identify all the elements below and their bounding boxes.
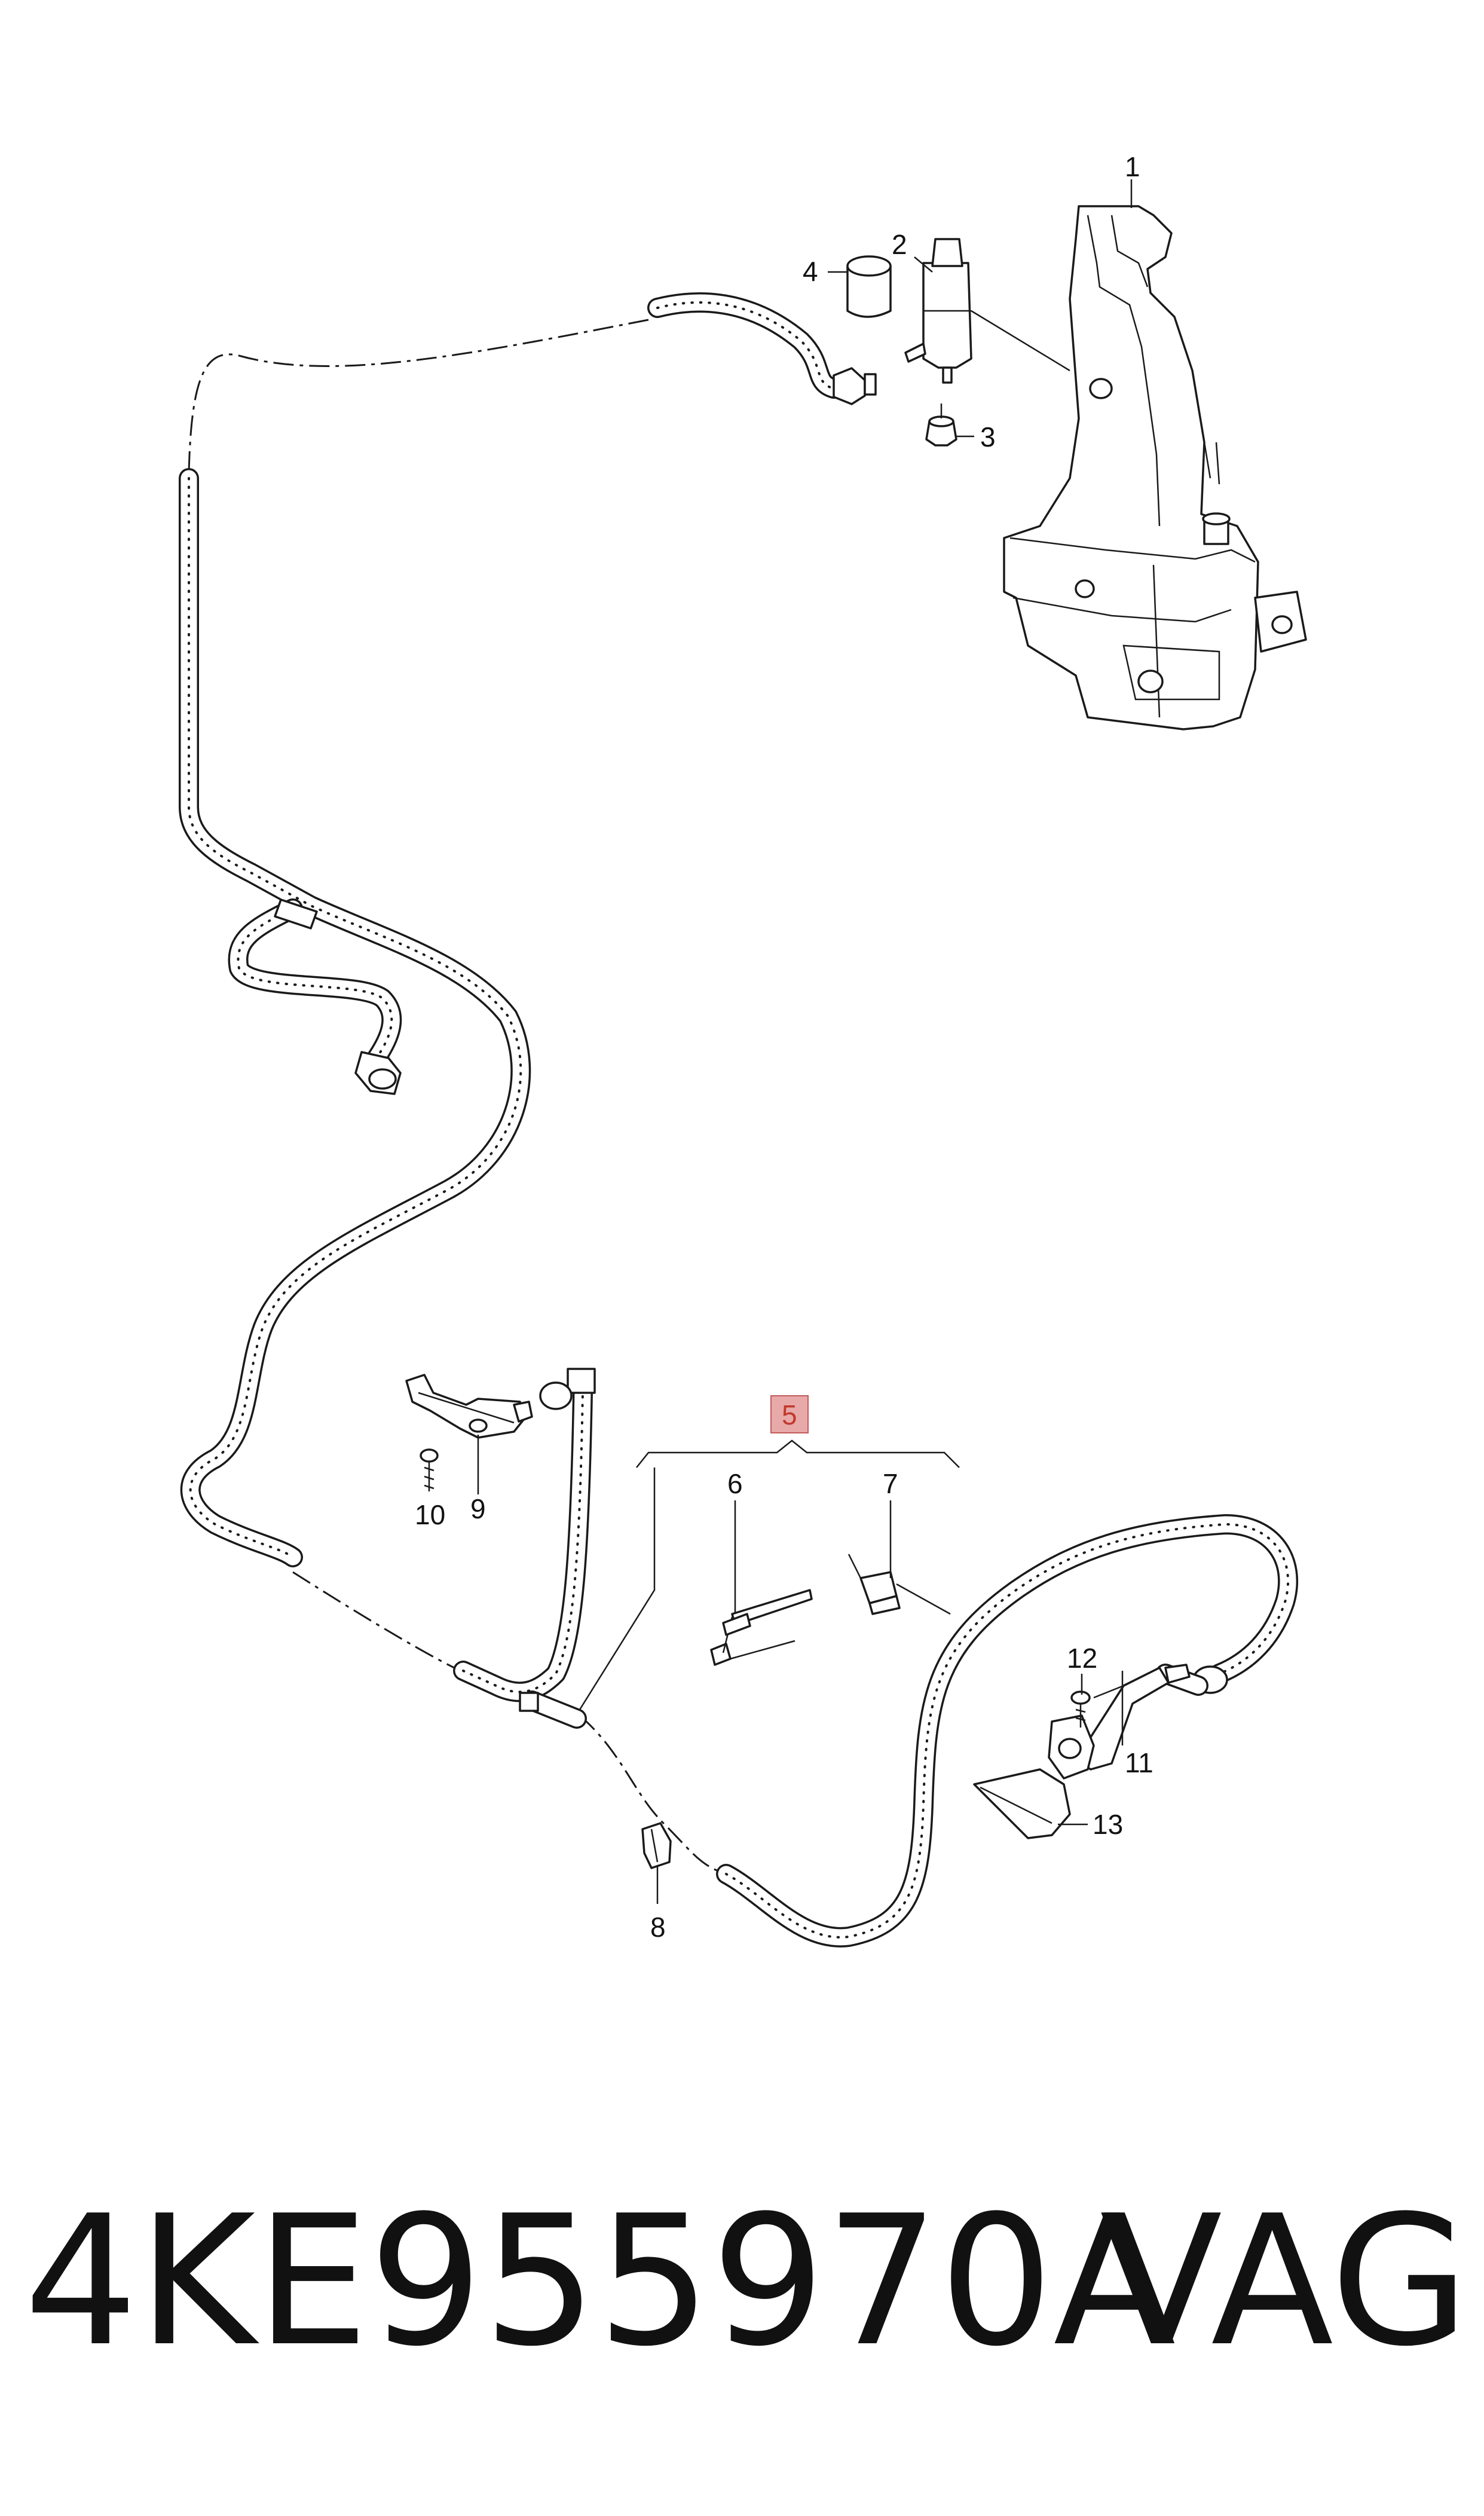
- washer-pump: [904, 238, 972, 384]
- brand-label: VAG: [1100, 2177, 1469, 2386]
- clip-7: [847, 1554, 951, 1615]
- callout-5: 5: [782, 1399, 797, 1430]
- screw-10: [420, 1448, 439, 1491]
- washer-hose-left-branch: [228, 898, 402, 1095]
- callout-3: 3: [980, 421, 996, 453]
- callout-5-highlight: [770, 1395, 809, 1433]
- callout-9: 9: [470, 1493, 486, 1524]
- callout-7: 7: [883, 1468, 898, 1499]
- nozzle-bracket-9: [405, 1374, 533, 1439]
- headlamp-washer-nozzle-11: [1048, 1664, 1191, 1780]
- callout-2: 2: [892, 229, 907, 260]
- callout-4: 4: [803, 256, 818, 287]
- washer-reservoir: [1003, 205, 1307, 730]
- callout-11: 11: [1125, 1747, 1153, 1778]
- part-number-label: 4KE955970A: [24, 2177, 1177, 2386]
- callout-1: 1: [1125, 151, 1140, 182]
- cable-tie-6: [710, 1589, 813, 1666]
- hose-clip-8: [641, 1822, 672, 1869]
- washer-hose-pump-feed: [647, 292, 877, 405]
- washer-hose-lower: [453, 1368, 596, 1729]
- hose-continuation-lines: [188, 319, 727, 1875]
- washer-hose-right: [716, 1514, 1298, 1948]
- callout-10: 10: [415, 1499, 445, 1530]
- leader-lines: [477, 179, 1133, 1904]
- callout-6: 6: [727, 1468, 743, 1499]
- washer-hose-main: [179, 468, 531, 1567]
- callout-12: 12: [1067, 1643, 1097, 1674]
- callout-8: 8: [650, 1912, 666, 1943]
- nozzle-cap-13: [973, 1768, 1071, 1839]
- screw-12: [1070, 1690, 1091, 1728]
- pump-grommet: [846, 255, 892, 318]
- callout-13: 13: [1093, 1809, 1123, 1840]
- callout-labels: 1 2 3 4 5 6 7 8 9 10 11 12 13: [415, 151, 1153, 1943]
- sealing-plug: [925, 403, 957, 447]
